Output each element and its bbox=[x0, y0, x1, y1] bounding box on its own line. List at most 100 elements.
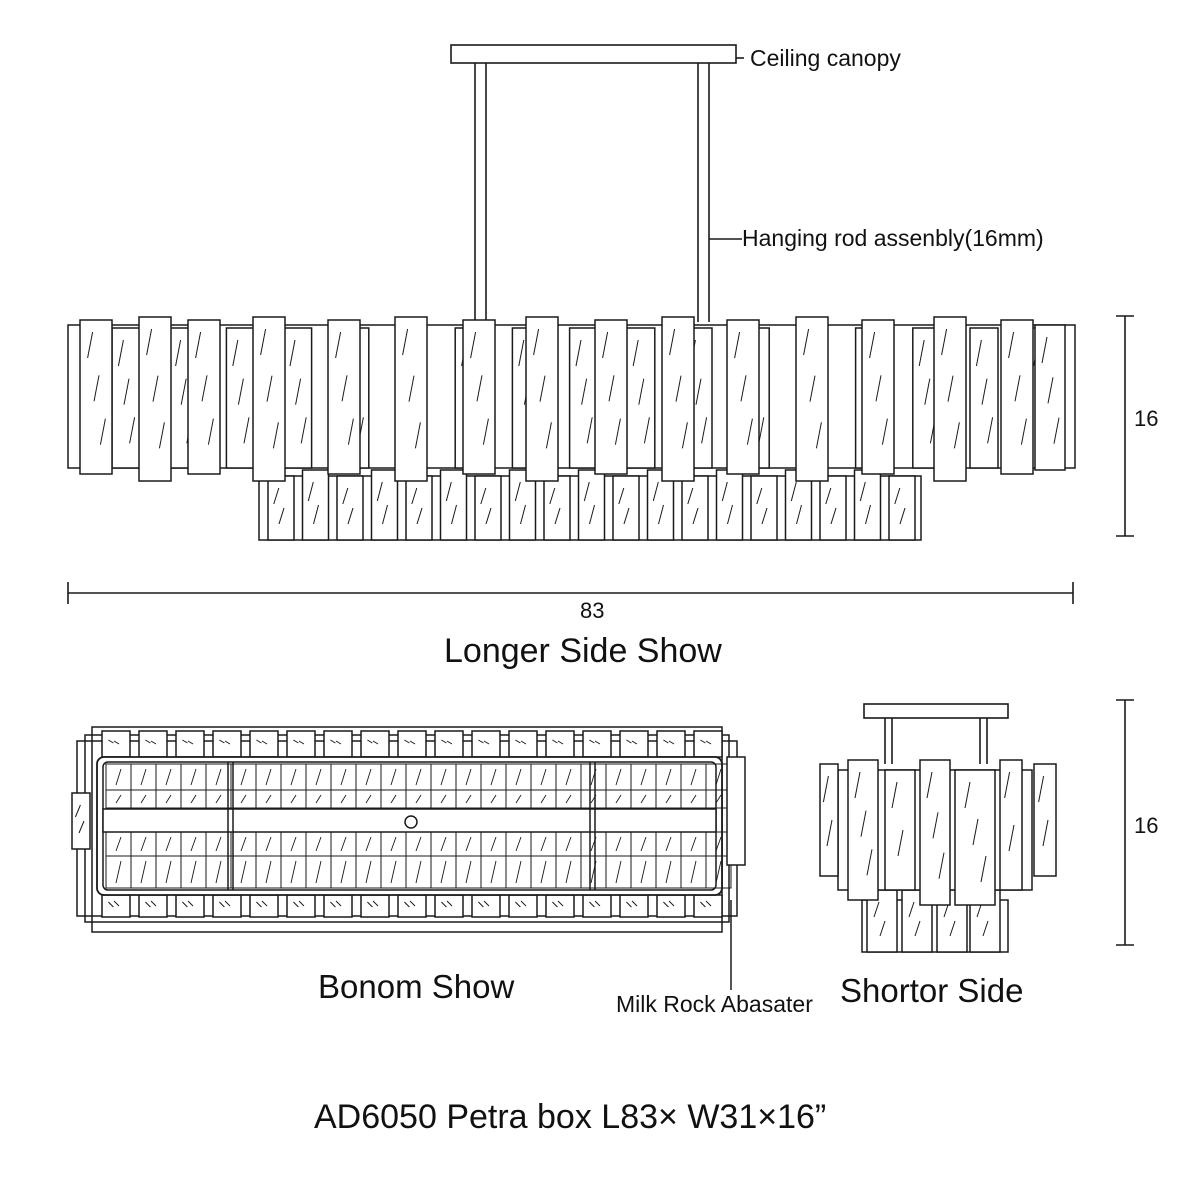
height-long-label: 16 bbox=[1134, 406, 1159, 431]
grid-texture bbox=[665, 794, 672, 804]
crystal-texture bbox=[300, 417, 307, 444]
grid-texture bbox=[640, 794, 647, 804]
crystal-texture bbox=[557, 900, 564, 907]
grid-texture bbox=[715, 794, 722, 804]
crystal-bar-back bbox=[282, 327, 313, 469]
short-bar bbox=[847, 759, 879, 901]
crystal-texture bbox=[869, 331, 876, 359]
crystal-texture bbox=[520, 740, 527, 745]
grid-texture bbox=[315, 860, 322, 884]
edge-bar-top bbox=[619, 730, 649, 758]
grid-texture bbox=[190, 768, 197, 786]
crystal-bar-front bbox=[187, 319, 221, 475]
grid-texture bbox=[365, 768, 372, 786]
crystal-texture bbox=[232, 339, 239, 367]
crystal-texture bbox=[175, 339, 182, 367]
grid-texture bbox=[465, 860, 472, 884]
crystal-texture bbox=[224, 900, 231, 907]
crystal-texture bbox=[899, 507, 906, 525]
bottom-view-heading: Bonom Show bbox=[318, 968, 515, 1005]
grid-cell bbox=[705, 855, 732, 889]
crystal-bar-front bbox=[594, 319, 628, 475]
upper-tier-front bbox=[79, 316, 1066, 482]
crystal-texture bbox=[1053, 417, 1060, 444]
crystal-texture bbox=[266, 375, 273, 402]
crystal-texture bbox=[589, 901, 595, 908]
crystal-texture bbox=[701, 417, 708, 444]
crystal-texture bbox=[941, 328, 948, 356]
crystal-bar-front bbox=[327, 319, 361, 475]
crystal-texture bbox=[972, 818, 979, 846]
milk-rock-label: Milk Rock Abasater bbox=[616, 991, 813, 1017]
grid-texture bbox=[390, 768, 397, 786]
grid-texture bbox=[515, 860, 522, 884]
crystal-texture bbox=[341, 375, 348, 402]
height-dimension-short bbox=[1116, 699, 1134, 946]
grid-texture bbox=[140, 768, 147, 786]
short-rods bbox=[884, 718, 988, 764]
crystal-texture bbox=[260, 328, 267, 356]
edge-bar-bottom bbox=[360, 894, 390, 918]
bottom-view bbox=[71, 726, 746, 990]
crystal-texture bbox=[594, 900, 601, 907]
crystal-texture bbox=[256, 901, 262, 908]
crystal-texture bbox=[734, 331, 741, 359]
short-bar bbox=[1033, 763, 1057, 877]
crystal-texture bbox=[581, 378, 588, 405]
crystal-texture bbox=[859, 481, 866, 502]
edge-bar-top bbox=[397, 730, 427, 758]
grid-texture bbox=[565, 768, 572, 786]
crystal-texture bbox=[150, 900, 157, 907]
crystal-texture bbox=[313, 504, 319, 525]
ceiling-canopy-label: Ceiling canopy bbox=[750, 45, 901, 71]
crystal-texture bbox=[761, 507, 768, 525]
short-canopy bbox=[863, 703, 1009, 719]
crystal-texture bbox=[470, 331, 477, 359]
crystal-texture bbox=[964, 781, 971, 809]
grid-texture bbox=[565, 794, 572, 804]
edge-bar-bottom bbox=[323, 894, 353, 918]
crystal-texture bbox=[330, 901, 336, 908]
edge-bar-top bbox=[582, 730, 612, 758]
crystal-texture bbox=[224, 740, 231, 745]
crystal-texture bbox=[557, 740, 564, 745]
edge-bar-bottom bbox=[101, 894, 131, 918]
edge-bar-top bbox=[471, 730, 501, 758]
grid-texture bbox=[190, 836, 197, 852]
crystal-bar-front bbox=[394, 316, 428, 482]
edge-bar-bottom bbox=[656, 894, 686, 918]
crystal-texture bbox=[865, 504, 871, 525]
grid-texture bbox=[290, 860, 297, 884]
grid-texture bbox=[540, 768, 547, 786]
crystal-texture bbox=[201, 375, 208, 402]
crystal-texture bbox=[78, 820, 85, 834]
crystal-bar-back bbox=[568, 327, 599, 469]
lower-crystal-bar bbox=[612, 475, 640, 541]
crystal-bar-back bbox=[225, 327, 256, 469]
crystal-texture bbox=[478, 901, 484, 908]
crystal-texture bbox=[145, 739, 151, 744]
grid-texture bbox=[690, 768, 697, 786]
lower-crystal-bar bbox=[267, 475, 295, 541]
crystal-texture bbox=[414, 422, 421, 449]
crystal-bar-front bbox=[933, 316, 967, 482]
crystal-texture bbox=[195, 331, 202, 359]
shorter-side-view bbox=[819, 703, 1057, 953]
crystal-texture bbox=[643, 417, 650, 444]
crystal-texture bbox=[825, 487, 832, 505]
grid-texture bbox=[240, 794, 247, 804]
crystal-texture bbox=[483, 740, 490, 745]
grid-texture bbox=[490, 836, 497, 852]
crystal-texture bbox=[243, 417, 250, 444]
grid-texture bbox=[265, 794, 272, 804]
lower-crystal-bar bbox=[819, 475, 847, 541]
crystal-texture bbox=[830, 507, 837, 525]
lower-crystal-bar bbox=[370, 469, 399, 541]
crystal-texture bbox=[638, 378, 645, 405]
grid-texture bbox=[540, 794, 547, 804]
grid-texture bbox=[265, 768, 272, 786]
edge-bar-bottom bbox=[138, 894, 168, 918]
grid-texture bbox=[265, 860, 272, 884]
crystal-texture bbox=[476, 375, 483, 402]
crystal-texture bbox=[1047, 377, 1054, 404]
